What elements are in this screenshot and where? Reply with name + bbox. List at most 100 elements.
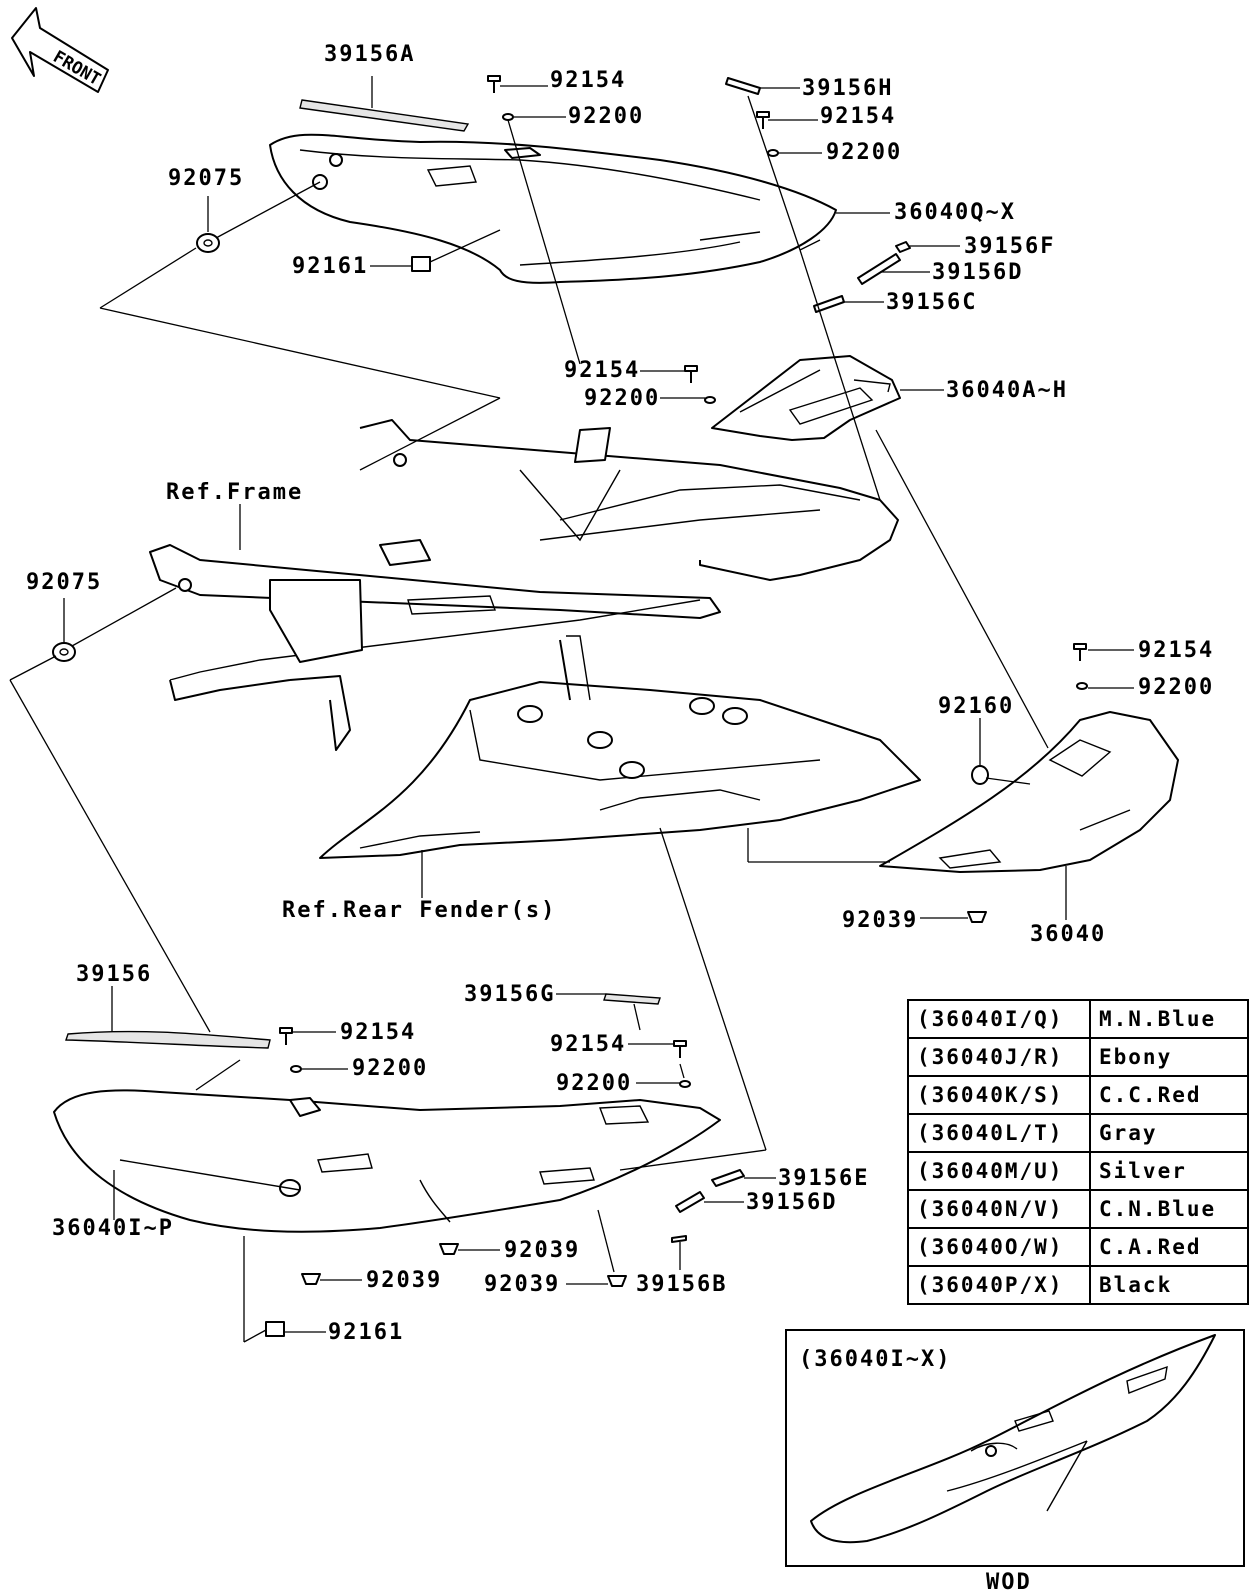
screw-92154-icon <box>673 1040 687 1058</box>
color-table-row: (36040I/Q)M.N.Blue <box>907 999 1249 1039</box>
rivet-92039-icon <box>607 1275 627 1287</box>
color-code-cell: (36040J/R) <box>907 1037 1091 1077</box>
stripe-39156D <box>857 253 901 285</box>
part-label-92039: 92039 <box>484 1272 561 1297</box>
part-label-36040: 36040 <box>1030 922 1107 947</box>
part-label-92200: 92200 <box>1138 675 1215 700</box>
part-label-92161: 92161 <box>328 1320 405 1345</box>
lower-seat-cowl-part <box>53 1089 721 1233</box>
washer-92200-icon <box>679 1080 691 1088</box>
color-name-cell: Black <box>1089 1265 1249 1305</box>
part-label-36040Q-X: 36040Q~X <box>894 200 1016 225</box>
block-92161-upper <box>411 256 431 272</box>
stripe-39156G <box>603 993 661 1005</box>
stripe-39156A <box>299 99 470 132</box>
color-table-row: (36040M/U)Silver <box>907 1151 1249 1191</box>
frame-reference-part <box>149 419 899 751</box>
color-name-cell: C.C.Red <box>1089 1075 1249 1115</box>
part-label-39156G: 39156G <box>464 982 556 1007</box>
color-name-cell: Silver <box>1089 1151 1249 1191</box>
color-code-cell: (36040N/V) <box>907 1189 1091 1229</box>
part-label-92200: 92200 <box>556 1071 633 1096</box>
color-table-row: (36040P/X)Black <box>907 1265 1249 1305</box>
color-table-row: (36040K/S)C.C.Red <box>907 1075 1249 1115</box>
color-table-row: (36040J/R)Ebony <box>907 1037 1249 1077</box>
part-label-92039: 92039 <box>842 908 919 933</box>
part-label-92039: 92039 <box>366 1268 443 1293</box>
part-label-92154: 92154 <box>340 1020 417 1045</box>
stripe-39156F <box>895 241 911 253</box>
rivet-92039-icon <box>439 1243 459 1255</box>
part-label-92200: 92200 <box>352 1056 429 1081</box>
color-table-row: (36040N/V)C.N.Blue <box>907 1189 1249 1229</box>
block-92161-lower <box>265 1321 285 1337</box>
color-table-row: (36040L/T)Gray <box>907 1113 1249 1153</box>
grommet-92075-lower <box>52 642 76 662</box>
part-label-39156E: 39156E <box>778 1166 870 1191</box>
part-label-92039: 92039 <box>504 1238 581 1263</box>
part-label-92200: 92200 <box>584 386 661 411</box>
washer-92200-icon <box>767 149 779 157</box>
color-name-cell: Ebony <box>1089 1037 1249 1077</box>
inset-title: (36040I~X) <box>799 1347 952 1372</box>
part-label-39156D: 39156D <box>932 260 1024 285</box>
part-label-36040I-P: 36040I~P <box>52 1216 174 1241</box>
color-code-table: (36040I/Q)M.N.Blue (36040J/R)Ebony (3604… <box>907 999 1249 1305</box>
color-code-cell: (36040K/S) <box>907 1075 1091 1115</box>
rivet-92039-icon <box>967 911 987 923</box>
part-label-92200: 92200 <box>826 140 903 165</box>
upper-seat-cowl-part <box>269 133 837 284</box>
ref-rear-fender-label: Ref.Rear Fender(s) <box>282 898 557 923</box>
part-label-92075: 92075 <box>168 166 245 191</box>
stripe-39156B <box>671 1235 687 1243</box>
clip-92160-icon <box>971 765 989 785</box>
color-name-cell: Gray <box>1089 1113 1249 1153</box>
screw-92154-icon <box>756 111 770 129</box>
screw-92154-icon <box>684 365 698 383</box>
stripe-39156 <box>65 1030 271 1049</box>
part-label-39156A: 39156A <box>324 42 416 67</box>
inset-caption: WOD <box>986 1570 1032 1595</box>
stripe-39156E <box>711 1169 745 1187</box>
part-label-92200: 92200 <box>568 104 645 129</box>
leader-lines <box>9 76 1134 1343</box>
part-label-92161: 92161 <box>292 254 369 279</box>
part-label-39156B: 39156B <box>636 1272 728 1297</box>
part-label-39156H: 39156H <box>802 76 894 101</box>
part-label-92160: 92160 <box>938 694 1015 719</box>
part-label-92154: 92154 <box>550 68 627 93</box>
screw-92154-icon <box>1073 643 1087 661</box>
color-name-cell: C.A.Red <box>1089 1227 1249 1267</box>
rivet-92039-icon <box>301 1273 321 1285</box>
color-code-cell: (36040M/U) <box>907 1151 1091 1191</box>
part-label-39156C: 39156C <box>886 290 978 315</box>
color-code-cell: (36040O/W) <box>907 1227 1091 1267</box>
inset-side-cover-drawing <box>810 1334 1216 1544</box>
color-code-cell: (36040L/T) <box>907 1113 1091 1153</box>
part-label-92154: 92154 <box>1138 638 1215 663</box>
washer-92200-icon <box>502 113 514 121</box>
color-name-cell: C.N.Blue <box>1089 1189 1249 1229</box>
stripe-39156H <box>725 77 761 95</box>
color-code-cell: (36040I/Q) <box>907 999 1091 1039</box>
washer-92200-icon <box>290 1065 302 1073</box>
color-code-cell: (36040P/X) <box>907 1265 1091 1305</box>
front-arrow-icon: FRONT <box>11 7 109 93</box>
part-label-92075: 92075 <box>26 570 103 595</box>
color-table-row: (36040O/W)C.A.Red <box>907 1227 1249 1267</box>
grommet-92075-upper <box>196 233 220 253</box>
part-label-92154: 92154 <box>820 104 897 129</box>
part-label-39156D: 39156D <box>746 1190 838 1215</box>
part-label-92154: 92154 <box>564 358 641 383</box>
part-label-36040A-H: 36040A~H <box>946 378 1068 403</box>
part-label-92154: 92154 <box>550 1032 627 1057</box>
washer-92200-icon <box>1076 682 1088 690</box>
part-label-39156F: 39156F <box>964 234 1056 259</box>
part-label-39156: 39156 <box>76 962 153 987</box>
tail-piece-36040-part <box>879 711 1179 873</box>
rear-fender-reference-part <box>319 635 921 859</box>
washer-92200-icon <box>704 396 716 404</box>
inset-detail-box: (36040I~X) <box>785 1329 1245 1567</box>
stripe-39156D-lower <box>675 1191 705 1213</box>
